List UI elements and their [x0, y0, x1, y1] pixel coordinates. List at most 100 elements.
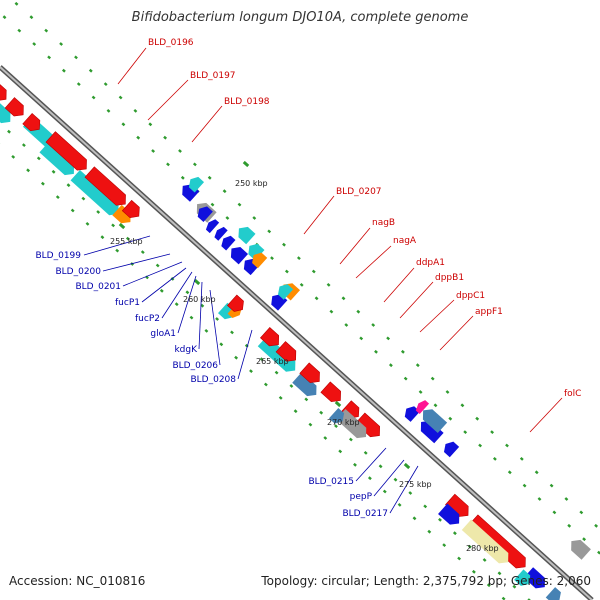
- tick-mark: [507, 470, 512, 475]
- tick-mark: [367, 476, 372, 481]
- gene-feature: [275, 341, 297, 362]
- gene-feature: [121, 199, 140, 219]
- leader-line: [303, 195, 335, 235]
- gene-feature: [420, 420, 444, 444]
- scale-label: 270 kbp: [327, 418, 360, 427]
- leader-line: [383, 267, 415, 303]
- gene-feature: [422, 409, 448, 434]
- leader-line: [419, 299, 455, 333]
- tick-mark: [7, 129, 11, 134]
- gene-feature: [461, 519, 509, 564]
- tick-mark: [215, 317, 220, 321]
- gene-label-bld-0198: BLD_0198: [224, 97, 270, 107]
- tick-mark: [341, 296, 346, 301]
- leader-line: [117, 47, 147, 85]
- tick-mark: [311, 269, 316, 274]
- tick-mark: [192, 162, 197, 167]
- gene-feature: [0, 96, 11, 124]
- tick-mark: [386, 336, 391, 341]
- tick-mark: [100, 235, 105, 240]
- tick-mark: [178, 149, 182, 153]
- tick-mark: [133, 109, 138, 113]
- tick-mark: [115, 248, 120, 253]
- gene-feature: [238, 226, 256, 245]
- leader-line: [147, 79, 189, 121]
- tick-mark: [308, 422, 313, 427]
- gene-feature: [277, 284, 294, 300]
- tick-mark: [2, 15, 7, 20]
- gene-feature: [443, 441, 460, 458]
- tick-mark: [314, 296, 319, 301]
- tick-mark: [323, 436, 328, 440]
- scale-label: 260 kbp: [183, 295, 216, 304]
- tick-mark: [400, 349, 405, 354]
- tick-mark: [304, 397, 309, 402]
- tick-mark: [252, 216, 257, 220]
- tick-mark: [222, 189, 227, 194]
- tick-mark: [91, 95, 96, 100]
- gene-feature: [4, 97, 24, 117]
- tick-mark: [438, 517, 442, 522]
- tick-mark: [412, 516, 417, 521]
- tick-mark: [403, 376, 408, 381]
- gene-feature: [514, 569, 531, 586]
- gene-label-bld-0206: BLD_0206: [172, 361, 218, 371]
- tick-mark: [397, 503, 402, 507]
- gene-label-bld-0217: BLD_0217: [342, 509, 388, 519]
- gene-label-fucp1: fucP1: [115, 298, 140, 308]
- tick-mark: [374, 349, 378, 354]
- tick-mark: [537, 497, 542, 501]
- gene-feature: [438, 503, 460, 525]
- tick-mark: [111, 223, 116, 228]
- tick-mark: [267, 229, 272, 234]
- tick-mark: [219, 342, 224, 347]
- tick-mark: [230, 330, 234, 335]
- gene-label-dppc1: dppC1: [456, 291, 485, 301]
- genome-backbone: [0, 65, 594, 600]
- tick-mark: [270, 256, 274, 260]
- tick-mark: [225, 216, 230, 220]
- tick-mark: [582, 537, 587, 542]
- tick-mark: [344, 323, 349, 327]
- tick-mark: [471, 569, 476, 574]
- leader-line: [389, 465, 419, 514]
- tick-mark: [460, 403, 465, 408]
- gene-feature: [257, 335, 296, 372]
- tick-mark: [452, 531, 457, 536]
- gene-feature: [523, 567, 545, 589]
- gene-label-naga: nagA: [393, 236, 417, 246]
- tick-mark: [296, 256, 301, 260]
- gene-label-bld-0196: BLD_0196: [148, 38, 194, 48]
- tick-mark: [363, 451, 368, 455]
- tick-mark: [382, 489, 387, 494]
- tick-mark: [334, 424, 338, 428]
- tick-mark: [408, 491, 413, 495]
- tick-mark: [486, 583, 491, 588]
- tick-mark: [478, 443, 483, 448]
- gene-feature: [328, 407, 345, 424]
- gene-label-dppb1: dppB1: [435, 273, 464, 283]
- tick-mark: [36, 156, 41, 161]
- tick-mark: [140, 250, 145, 254]
- tick-mark: [512, 584, 517, 589]
- tick-mark: [353, 462, 357, 467]
- tick-mark: [567, 523, 572, 528]
- tick-mark: [74, 55, 78, 60]
- tick-mark: [237, 202, 242, 207]
- tick-mark: [527, 598, 532, 600]
- tick-mark: [356, 309, 361, 314]
- tick-mark: [121, 122, 126, 127]
- tick-mark: [378, 464, 383, 469]
- tick-mark: [549, 483, 554, 488]
- tick-mark: [522, 483, 527, 488]
- tick-mark: [180, 175, 185, 180]
- tick-mark: [189, 315, 194, 320]
- tick-mark: [430, 376, 435, 381]
- gene-feature: [221, 235, 236, 251]
- tick-mark: [329, 309, 334, 314]
- gene-feature: [39, 141, 75, 176]
- tick-mark: [463, 430, 468, 434]
- gene-label-bld-0201: BLD_0201: [75, 282, 121, 292]
- tick-mark: [371, 323, 376, 327]
